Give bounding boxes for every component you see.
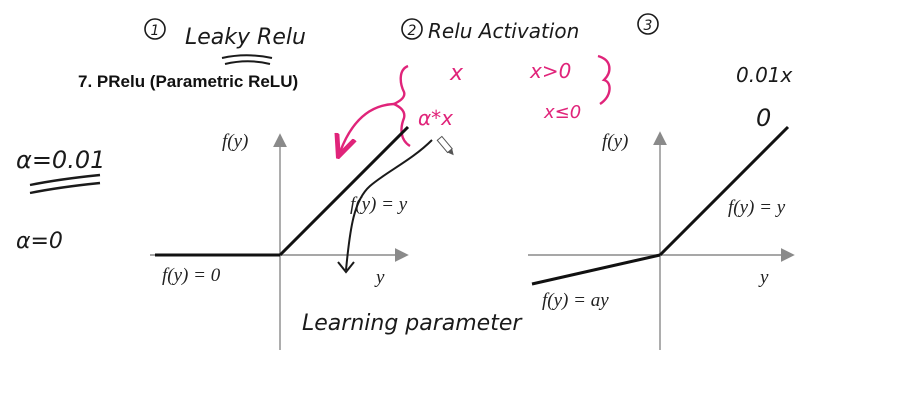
leaky-relu-note: Leaky Relu — [185, 25, 306, 50]
relu-activation-note: Relu Activation — [428, 19, 579, 43]
graph-right: f(y) y f(y) = ay f(y) = y — [528, 125, 795, 350]
alpha-underline-2 — [29, 181, 101, 195]
alpha-underline-1 — [29, 173, 101, 187]
left-neg-label: f(y) = 0 — [162, 265, 221, 286]
num-2: 2 — [408, 23, 417, 39]
slide-title: 7. PRelu (Parametric ReLU) — [78, 72, 299, 91]
left-pos-label: f(y) = y — [350, 194, 408, 215]
left-y-axis-label: f(y) — [222, 131, 248, 152]
pink-x: x — [449, 61, 464, 86]
black-arrowhead-icon — [337, 261, 355, 274]
heading-3: 3 — [637, 13, 659, 35]
underline-1 — [221, 54, 273, 59]
underline-2 — [224, 60, 271, 65]
right-pos-label: f(y) = y — [728, 197, 786, 218]
pink-alpha-x: α*x — [418, 106, 453, 130]
right-positive-segment — [658, 125, 790, 257]
pencil-cursor-icon — [436, 135, 454, 156]
pink-x-le-0: x≤0 — [543, 102, 581, 123]
note-zero: 0 — [756, 104, 771, 132]
black-curve-icon — [345, 139, 433, 271]
circle-3-icon — [637, 13, 659, 35]
right-negative-segment — [531, 253, 661, 286]
alpha-0-note: α=0 — [16, 229, 63, 254]
left-x-axis-label: y — [374, 267, 385, 288]
circle-1-icon — [144, 18, 166, 40]
pink-annotations: x x>0 α*x x≤0 — [340, 54, 611, 152]
pink-x-gt-0: x>0 — [529, 59, 571, 83]
alpha-001-note: α=0.01 — [16, 146, 105, 174]
right-y-axis-label: f(y) — [602, 131, 628, 152]
right-x-axis-label: y — [758, 267, 769, 288]
note-0-01x: 0.01x — [736, 63, 793, 87]
num-3: 3 — [644, 18, 653, 34]
heading-relu-activation: 2 Relu Activation — [401, 18, 579, 43]
right-neg-label: f(y) = ay — [542, 290, 609, 311]
graph-left: f(y) y f(y) = 0 f(y) = y — [150, 125, 410, 350]
circle-2-icon — [401, 18, 423, 40]
num-1: 1 — [151, 23, 160, 39]
heading-leaky-relu: 1 Leaky Relu — [144, 18, 306, 65]
pink-arrow-icon — [340, 102, 395, 152]
learning-parameter-note: Learning parameter — [302, 311, 523, 336]
left-positive-segment — [278, 125, 410, 257]
right-brace-icon — [597, 54, 611, 105]
